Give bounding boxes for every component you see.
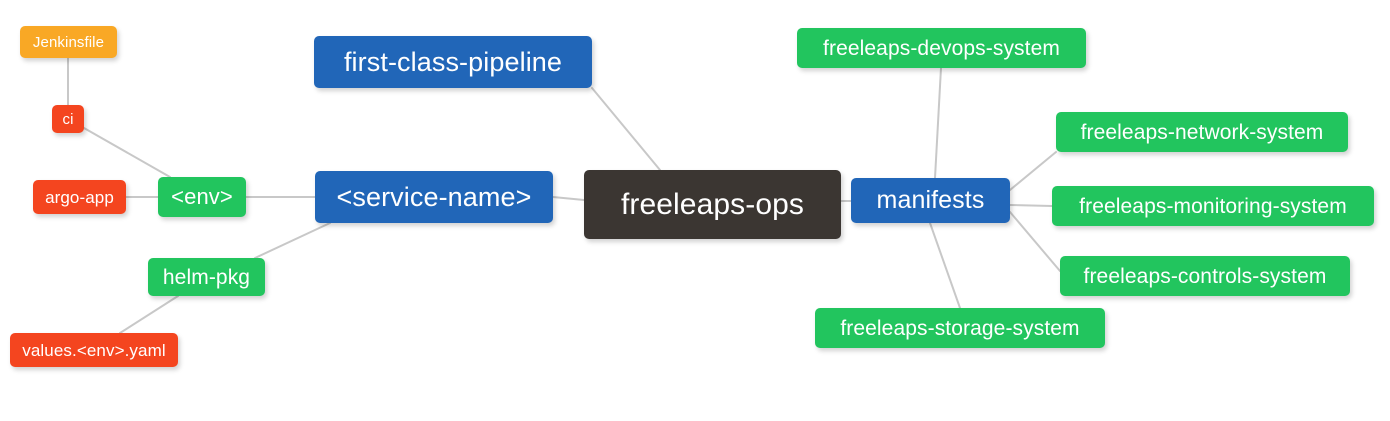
mindmap-node-first-class-pipeline[interactable]: first-class-pipeline	[314, 36, 592, 88]
mindmap-node-manifests[interactable]: manifests	[851, 178, 1010, 223]
edge-manifests-to-network-system	[1009, 151, 1057, 191]
mindmap-node-freeleaps-ops[interactable]: freeleaps-ops	[584, 170, 841, 239]
edge-manifests-to-monitoring-system	[1009, 204, 1053, 207]
mindmap-node-controls-system[interactable]: freeleaps-controls-system	[1060, 256, 1350, 296]
edge-helm-pkg-to-service-name	[254, 222, 331, 259]
mindmap-node-env[interactable]: <env>	[158, 177, 246, 217]
edge-manifests-to-devops-system	[934, 67, 942, 179]
mindmap-node-network-system[interactable]: freeleaps-network-system	[1056, 112, 1348, 152]
mindmap-node-helm-pkg[interactable]: helm-pkg	[148, 258, 265, 296]
edge-ci-to-env	[83, 127, 171, 178]
mindmap-node-monitoring-system[interactable]: freeleaps-monitoring-system	[1052, 186, 1374, 226]
mindmap-node-service-name[interactable]: <service-name>	[315, 171, 553, 223]
mindmap-node-values-yaml[interactable]: values.<env>.yaml	[10, 333, 178, 367]
mindmap-node-ci[interactable]: ci	[52, 105, 84, 133]
edge-manifests-to-storage-system	[929, 222, 961, 309]
mindmap-node-argo-app[interactable]: argo-app	[33, 180, 126, 214]
edge-first-class-pipeline-to-freeleaps-ops	[591, 87, 661, 171]
edge-service-name-to-freeleaps-ops	[552, 196, 585, 201]
mindmap-node-devops-system[interactable]: freeleaps-devops-system	[797, 28, 1086, 68]
mindmap-node-storage-system[interactable]: freeleaps-storage-system	[815, 308, 1105, 348]
edge-values-yaml-to-helm-pkg	[119, 295, 179, 334]
mindmap-node-jenkinsfile[interactable]: Jenkinsfile	[20, 26, 117, 58]
